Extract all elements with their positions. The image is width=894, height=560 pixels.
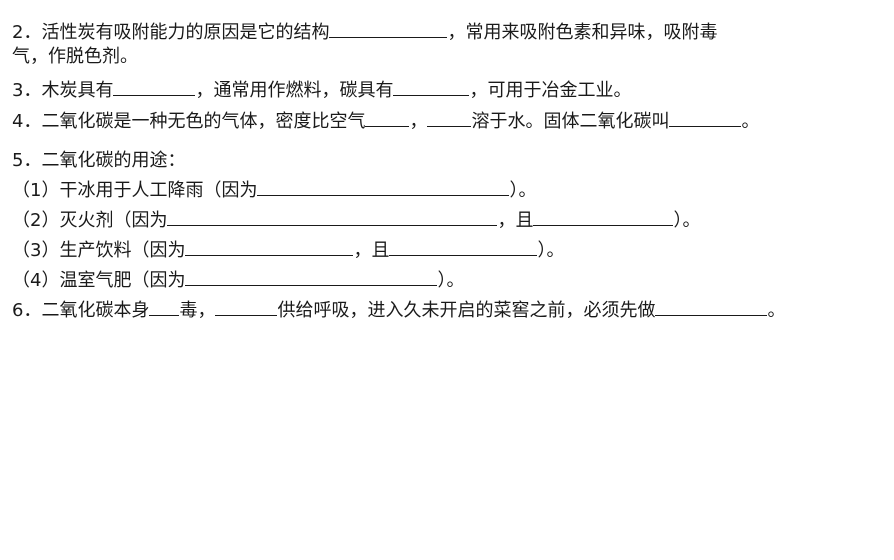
question-text: ）。 [509,180,537,201]
question-text: ，通常用作燃料，碳具有 [195,80,394,101]
question-text: ，常用来吸附色素和异味，吸附毒 [447,22,718,43]
question-2-line-2: 气，作脱色剂。 [12,46,138,68]
answer-blank[interactable] [185,238,354,256]
answer-blank[interactable] [167,208,498,226]
question-text: ）。 [437,270,465,291]
answer-blank[interactable] [365,109,410,127]
question-number: 2 [12,22,24,43]
question-text: （4）温室气肥（因为 [12,270,186,291]
question-3: 3．木炭具有 ，通常用作燃料，碳具有 ，可用于冶金工业。 [12,78,631,102]
answer-blank[interactable] [533,208,674,226]
answer-blank[interactable] [393,78,470,96]
question-text: （3）生产饮料（因为 [12,240,186,261]
answer-blank[interactable] [113,78,196,96]
question-text: 。 [767,300,786,321]
question-text: ，且 [497,210,534,231]
answer-blank[interactable] [329,20,448,38]
question-text: 气，作脱色剂。 [12,46,138,67]
answer-blank[interactable] [389,238,538,256]
question-5-sub-1: （1）干冰用于人工降雨（因为 ）。 [12,178,536,202]
question-text: ．活性炭有吸附能力的原因是它的结构 [23,22,330,43]
question-number: 6 [12,300,24,321]
question-number: 3 [12,80,24,101]
answer-blank[interactable] [257,178,510,196]
question-number: 5 [12,150,24,171]
question-2-line-1: 2．活性炭有吸附能力的原因是它的结构 ，常用来吸附色素和异味，吸附毒 [12,20,717,44]
answer-blank[interactable] [655,298,768,316]
answer-blank[interactable] [215,298,278,316]
question-text: 。 [741,111,760,132]
question-6: 6．二氧化碳本身 毒， 供给呼吸，进入久未开启的菜窖之前，必须先做 。 [12,298,785,322]
answer-blank[interactable] [427,109,472,127]
question-text: 毒， [179,300,216,321]
question-5-sub-2: （2）灭火剂（因为 ，且 ）。 [12,208,700,232]
question-text: ，可用于冶金工业。 [469,80,632,101]
question-text: ．二氧化碳是一种无色的气体，密度比空气 [23,111,366,132]
question-text: ）。 [537,240,565,261]
answer-blank[interactable] [669,109,742,127]
answer-blank[interactable] [149,298,180,316]
question-text: ，且 [353,240,390,261]
answer-blank[interactable] [185,268,438,286]
question-5-sub-4: （4）温室气肥（因为 ）。 [12,268,464,292]
question-text: （2）灭火剂（因为 [12,210,168,231]
question-text: ．二氧化碳的用途： [23,150,186,171]
question-text: ， [409,111,428,132]
question-text: ）。 [673,210,701,231]
question-text: 溶于水。固体二氧化碳叫 [471,111,670,132]
question-4: 4．二氧化碳是一种无色的气体，密度比空气 ， 溶于水。固体二氧化碳叫 。 [12,109,759,133]
question-text: ．木炭具有 [23,80,114,101]
question-text: （1）干冰用于人工降雨（因为 [12,180,258,201]
question-number: 4 [12,111,24,132]
question-text: 供给呼吸，进入久未开启的菜窖之前，必须先做 [277,300,656,321]
question-text: ．二氧化碳本身 [23,300,150,321]
question-5-sub-3: （3）生产饮料（因为 ，且 ）。 [12,238,564,262]
question-5-heading: 5．二氧化碳的用途： [12,150,185,172]
